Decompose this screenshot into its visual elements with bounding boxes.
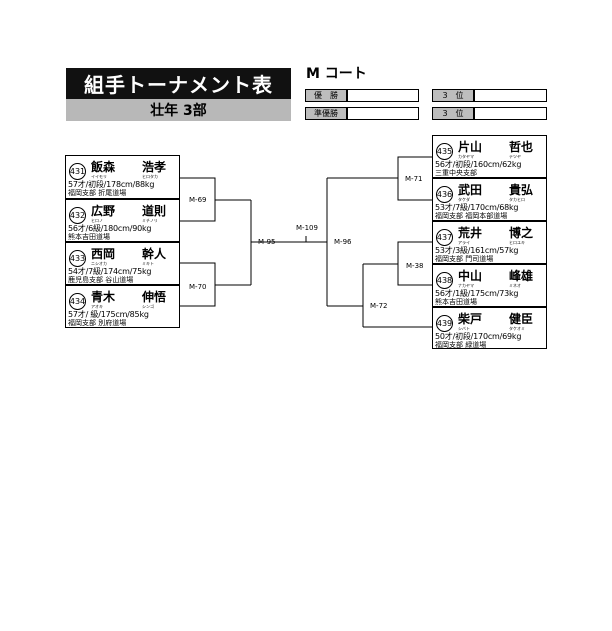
player-given-name: 峰雄 [509, 269, 534, 283]
player-card-431[interactable]: 431 飯森 浩孝 イイモリ ヒロタカ 57才/初段/178cm/88kg 福岡… [65, 155, 180, 199]
match-label-m72: M-72 [370, 302, 388, 310]
match-label-m71: M-71 [405, 175, 423, 183]
third-place-field-1[interactable] [474, 89, 547, 102]
match-label-m38: M-38 [406, 262, 424, 270]
player-card-437[interactable]: 437 荒井 博之 アライ ヒロユキ 53才/3級/161cm/57kg 福岡支… [432, 221, 547, 264]
seed-number: 433 [69, 250, 86, 267]
player-stats: 56才/初段/160cm/62kg [435, 160, 522, 169]
player-surname: 広野 [91, 204, 116, 218]
player-stats: 57才/ 級/175cm/85kg [68, 310, 149, 319]
player-stats: 56才/1級/175cm/73kg [435, 289, 519, 298]
seed-number: 434 [69, 293, 86, 310]
player-surname-kana: ニシオカ [91, 261, 107, 266]
player-card-439[interactable]: 439 柴戸 健臣 シバト タケオミ 50才/初段/170cm/69kg 福岡支… [432, 307, 547, 349]
winner-field[interactable] [347, 89, 419, 102]
player-given-name: 健臣 [509, 312, 534, 326]
court-label: M コート [306, 66, 367, 82]
player-given-name: 浩孝 [142, 160, 167, 174]
player-given-kana: タカヒロ [509, 197, 525, 202]
player-surname-kana: アライ [458, 240, 470, 245]
seed-number: 432 [69, 207, 86, 224]
player-surname: 武田 [458, 183, 483, 197]
player-card-438[interactable]: 438 中山 峰雄 ナカヤマ ミネオ 56才/1級/175cm/73kg 熊本吉… [432, 264, 547, 307]
player-surname: 中山 [458, 269, 483, 283]
player-surname: 青木 [91, 290, 116, 304]
seed-number: 436 [436, 186, 453, 203]
player-dojo: 三重中央支部 [435, 169, 477, 177]
player-surname: 片山 [458, 140, 483, 154]
third-place-field-2[interactable] [474, 107, 547, 120]
player-given-name: 貴弘 [509, 183, 534, 197]
player-given-kana: ヒロタカ [142, 174, 158, 179]
seed-number: 438 [436, 272, 453, 289]
player-dojo: 福岡支部 門司道場 [435, 255, 494, 263]
player-surname-kana: ナカヤマ [458, 283, 474, 288]
player-card-436[interactable]: 436 武田 貴弘 タケダ タカヒロ 53才/7級/170cm/68kg 福岡支… [432, 178, 547, 221]
match-label-m69: M-69 [189, 196, 207, 204]
player-card-433[interactable]: 433 西岡 幹人 ニシオカ ミキト 54才/7級/174cm/75kg 鹿児島… [65, 242, 180, 285]
player-dojo: 熊本吉田道場 [68, 233, 110, 241]
player-stats: 57才/初段/178cm/88kg [68, 180, 155, 189]
player-card-434[interactable]: 434 青木 伸悟 アオキ シンゴ 57才/ 級/175cm/85kg 福岡支部… [65, 285, 180, 328]
seed-number: 435 [436, 143, 453, 160]
match-label-m96: M-96 [334, 238, 352, 246]
player-dojo: 鹿児島支部 谷山道場 [68, 276, 134, 284]
player-given-name: 道則 [142, 204, 167, 218]
match-label-m95: M-95 [258, 238, 276, 246]
match-label-m109: M-109 [296, 224, 318, 232]
player-surname-kana: カタヤマ [458, 154, 474, 159]
division-label: 壮年 3部 [66, 99, 291, 121]
page-title: 組手トーナメント表 [66, 68, 291, 99]
player-given-name: 幹人 [142, 247, 167, 261]
player-surname-kana: イイモリ [91, 174, 107, 179]
player-given-kana: ミキト [142, 261, 154, 266]
player-surname-kana: タケダ [458, 197, 470, 202]
player-stats: 54才/7級/174cm/75kg [68, 267, 152, 276]
player-dojo: 福岡支部 福岡本部道場 [435, 212, 508, 220]
player-card-435[interactable]: 435 片山 哲也 カタヤマ テツヤ 56才/初段/160cm/62kg 三重中… [432, 135, 547, 178]
player-given-kana: ミネオ [509, 283, 521, 288]
player-given-kana: ミチノリ [142, 218, 158, 223]
player-dojo: 福岡支部 別府道場 [68, 319, 127, 327]
player-given-kana: シンゴ [142, 304, 154, 309]
third-place-label-1: 3 位 [432, 89, 474, 102]
player-card-432[interactable]: 432 広野 道則 ヒロノ ミチノリ 56才/6級/180cm/90kg 熊本吉… [65, 199, 180, 242]
player-given-kana: テツヤ [509, 154, 521, 159]
third-place-label-2: 3 位 [432, 107, 474, 120]
winner-label: 優 勝 [305, 89, 347, 102]
seed-number: 439 [436, 315, 453, 332]
player-stats: 53才/3級/161cm/57kg [435, 246, 519, 255]
match-label-m70: M-70 [189, 283, 207, 291]
player-surname: 西岡 [91, 247, 116, 261]
player-given-name: 哲也 [509, 140, 534, 154]
seed-number: 437 [436, 229, 453, 246]
player-given-name: 博之 [509, 226, 534, 240]
player-surname-kana: シバト [458, 326, 470, 331]
player-given-kana: タケオミ [509, 326, 525, 331]
player-surname: 飯森 [91, 160, 116, 174]
player-surname-kana: ヒロノ [91, 218, 103, 223]
runner-up-label: 準優勝 [305, 107, 347, 120]
player-given-name: 伸悟 [142, 290, 167, 304]
player-stats: 53才/7級/170cm/68kg [435, 203, 519, 212]
player-dojo: 福岡支部 緑道場 [435, 341, 487, 349]
seed-number: 431 [69, 163, 86, 180]
runner-up-field[interactable] [347, 107, 419, 120]
player-dojo: 熊本吉田道場 [435, 298, 477, 306]
player-surname: 柴戸 [458, 312, 483, 326]
player-dojo: 福岡支部 折尾道場 [68, 189, 127, 197]
player-surname-kana: アオキ [91, 304, 103, 309]
player-stats: 56才/6級/180cm/90kg [68, 224, 152, 233]
player-surname: 荒井 [458, 226, 483, 240]
player-given-kana: ヒロユキ [509, 240, 525, 245]
player-stats: 50才/初段/170cm/69kg [435, 332, 522, 341]
